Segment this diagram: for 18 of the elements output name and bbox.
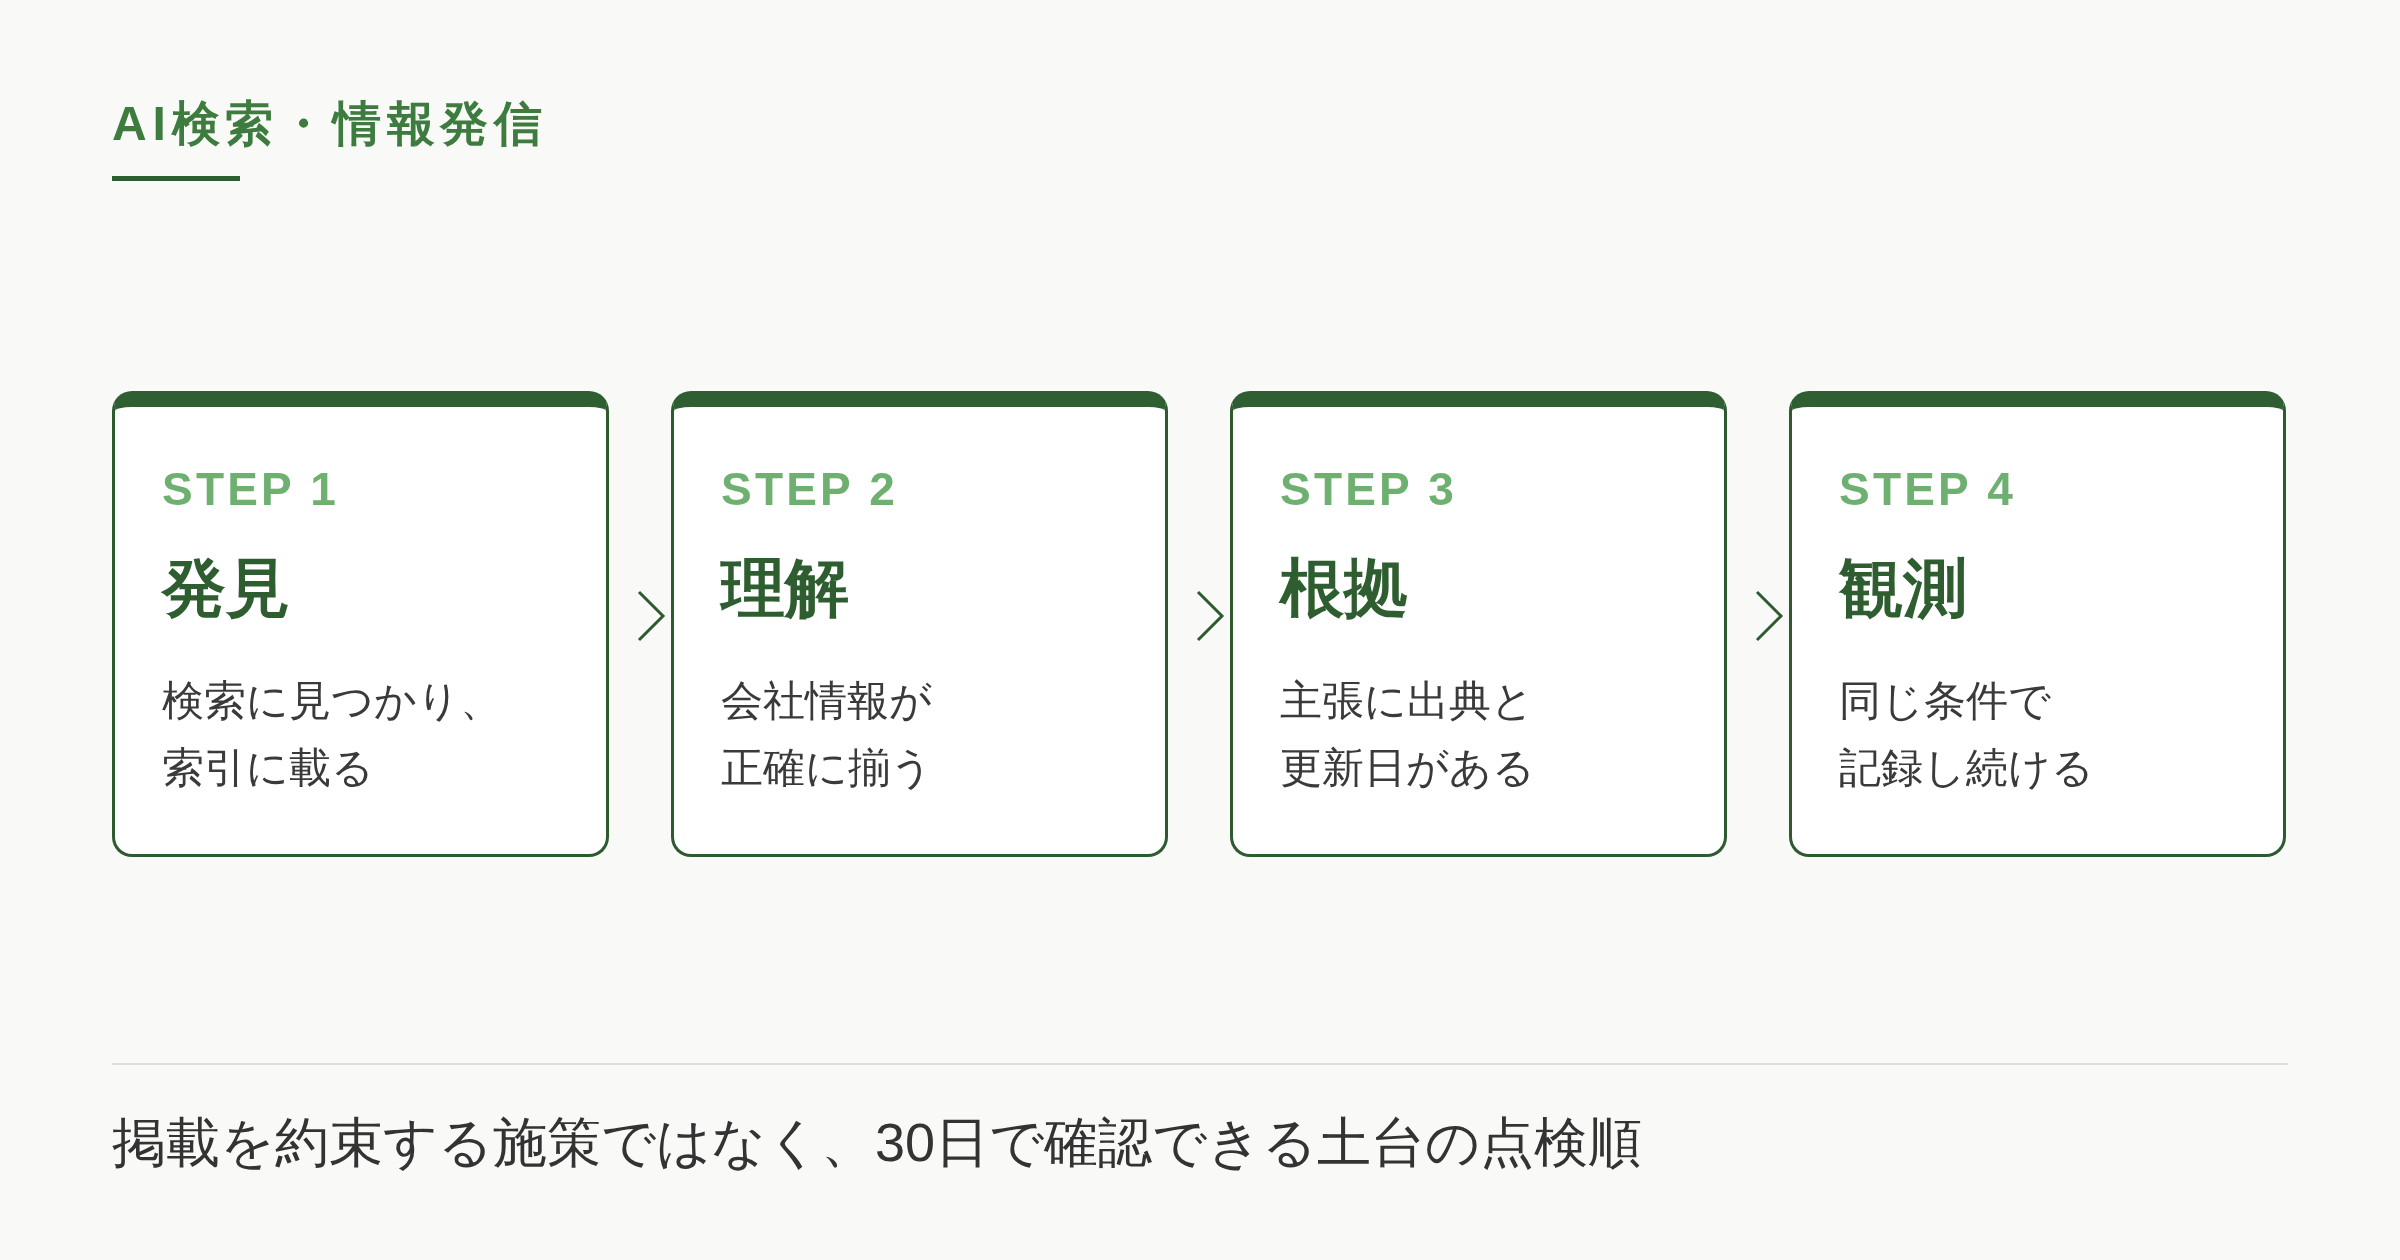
step-card [1789, 391, 2286, 857]
step-description: 検索に見つかり、索引に載る [162, 676, 502, 793]
caption-text: 掲載を約束する施策ではなく、30日で確認できる土台の点検順 [112, 1115, 1643, 1169]
step-label: STEP 3 [1280, 466, 1457, 512]
step-label: STEP 2 [721, 466, 898, 512]
step-card [671, 391, 1168, 857]
step-title: 観測 [1839, 556, 1967, 620]
step-title: 発見 [162, 556, 290, 620]
step-label: STEP 4 [1839, 466, 2016, 512]
step-title: 根拠 [1280, 556, 1408, 620]
step-description: 会社情報が正確に揃う [721, 676, 933, 793]
step-card [1230, 391, 1727, 857]
step-card [112, 391, 609, 857]
step-description: 同じ条件で記録し続ける [1839, 676, 2094, 793]
step-title: 理解 [721, 556, 849, 620]
step-description: 主張に出典と更新日がある [1280, 676, 1535, 793]
page-title: AI検索・情報発信 [112, 100, 548, 148]
step-label: STEP 1 [162, 466, 339, 512]
